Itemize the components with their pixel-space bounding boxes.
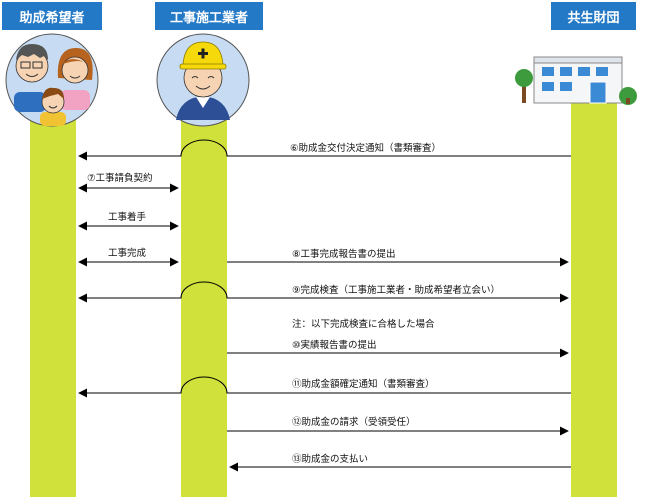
header-foundation: 共生財団 bbox=[551, 2, 636, 30]
label-note: 注：以下完成検査に合格した場合 bbox=[292, 318, 435, 330]
arrow-step-11 bbox=[78, 376, 571, 398]
label-step-12: ⑫助成金の請求（受領受任） bbox=[292, 416, 416, 428]
lifeline-applicant bbox=[30, 100, 76, 497]
label-step-8: ⑧工事完成報告書の提出 bbox=[292, 248, 396, 260]
label-step-13: ⑬助成金の支払い bbox=[292, 453, 368, 465]
office-building-icon bbox=[515, 56, 637, 105]
label-step-11: ⑪助成金額確定通知（書類審査） bbox=[292, 378, 435, 390]
label-step-6: ⑥助成金交付決定通知（書類審査） bbox=[290, 142, 441, 154]
header-applicant: 助成希望者 bbox=[2, 2, 102, 30]
label-construction-complete: 工事完成 bbox=[108, 247, 147, 259]
label-step-9: ⑨完成検査（工事施工業者・助成希望者立会い） bbox=[292, 284, 500, 296]
worker-helmet-icon bbox=[156, 33, 250, 127]
arrow-step-9 bbox=[78, 281, 569, 303]
lifeline-contractor bbox=[181, 100, 227, 497]
family-icon bbox=[5, 33, 99, 127]
label-construction-start: 工事着手 bbox=[108, 211, 147, 223]
arrow-step-6 bbox=[78, 139, 571, 161]
label-step-7: ⑦工事請負契約 bbox=[87, 172, 153, 184]
header-contractor: 工事施工業者 bbox=[155, 2, 263, 30]
lifeline-foundation bbox=[571, 100, 617, 497]
label-step-10: ⑩実績報告書の提出 bbox=[292, 339, 377, 351]
